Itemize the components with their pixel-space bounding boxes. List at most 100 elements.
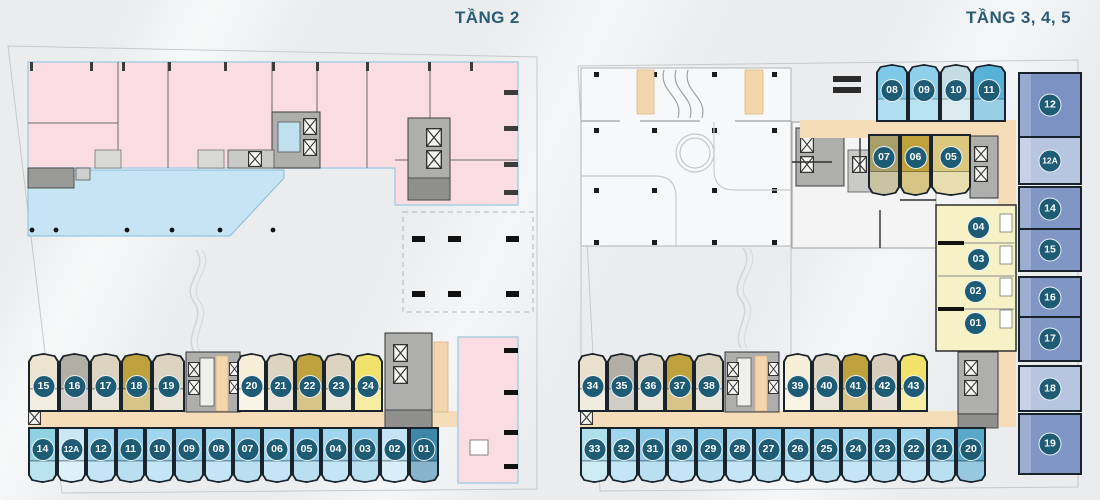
unit-number-badge: 11 — [977, 79, 1001, 102]
yellow-strip-rooms — [999, 213, 1013, 329]
unit-number-badge: 37 — [668, 375, 691, 398]
unit-number-badge: 40 — [815, 375, 838, 398]
unit-30[interactable]: 30 — [667, 427, 696, 483]
unit-12A[interactable]: 12A — [57, 427, 86, 483]
unit-21[interactable]: 21 — [928, 427, 956, 483]
unit-15[interactable]: 15 — [28, 353, 59, 412]
unit-16[interactable]: 16 — [1018, 276, 1082, 320]
unit-02[interactable]: 02 — [964, 280, 987, 303]
unit-12[interactable]: 12 — [86, 427, 116, 483]
unit-19[interactable]: 19 — [152, 353, 185, 412]
unit-19[interactable]: 19 — [1018, 413, 1082, 475]
unit-10[interactable]: 10 — [940, 64, 972, 122]
unit-number-badge: 22 — [298, 375, 321, 398]
unit-20[interactable]: 20 — [956, 427, 986, 483]
unit-20[interactable]: 20 — [237, 353, 266, 412]
unit-number-badge: 19 — [157, 375, 180, 398]
unit-36[interactable]: 36 — [636, 353, 665, 412]
unit-09[interactable]: 09 — [908, 64, 940, 122]
unit-43[interactable]: 43 — [899, 353, 928, 412]
unit-number-badge: 15 — [1038, 238, 1062, 262]
unit-24[interactable]: 24 — [353, 353, 383, 412]
unit-22[interactable]: 22 — [899, 427, 928, 483]
unit-12A[interactable]: 12A — [1018, 136, 1082, 185]
unit-35[interactable]: 35 — [607, 353, 636, 412]
unit-39[interactable]: 39 — [783, 353, 812, 412]
unit-01[interactable]: 01 — [409, 427, 439, 483]
unit-08[interactable]: 08 — [876, 64, 908, 122]
unit-number-badge: 11 — [119, 438, 142, 461]
unit-03[interactable]: 03 — [350, 427, 380, 483]
unit-11[interactable]: 11 — [116, 427, 145, 483]
unit-32[interactable]: 32 — [609, 427, 638, 483]
unit-09[interactable]: 09 — [174, 427, 204, 483]
unit-26[interactable]: 26 — [783, 427, 812, 483]
unit-14[interactable]: 14 — [28, 427, 57, 483]
unit-04[interactable]: 04 — [321, 427, 350, 483]
unit-25[interactable]: 25 — [812, 427, 841, 483]
unit-37[interactable]: 37 — [665, 353, 694, 412]
unit-40[interactable]: 40 — [812, 353, 841, 412]
unit-28[interactable]: 28 — [725, 427, 754, 483]
unit-18[interactable]: 18 — [1018, 365, 1082, 412]
unit-06[interactable]: 06 — [900, 134, 931, 196]
unit-05[interactable]: 05 — [292, 427, 321, 483]
unit-03[interactable]: 03 — [967, 248, 990, 271]
unit-number-badge: 06 — [904, 146, 927, 169]
unit-number-badge: 32 — [612, 438, 635, 461]
unit-11[interactable]: 11 — [972, 64, 1006, 122]
unit-07[interactable]: 07 — [233, 427, 262, 483]
unit-05[interactable]: 05 — [931, 134, 971, 196]
unit-number-badge: 12A — [1038, 149, 1062, 172]
unit-04[interactable]: 04 — [967, 216, 990, 239]
unit-33[interactable]: 33 — [580, 427, 609, 483]
unit-31[interactable]: 31 — [638, 427, 667, 483]
unit-23[interactable]: 23 — [870, 427, 899, 483]
unit-15[interactable]: 15 — [1018, 228, 1082, 272]
unit-number-badge: 09 — [177, 438, 201, 461]
unit-number-badge: 27 — [757, 438, 780, 461]
unit-02[interactable]: 02 — [380, 427, 409, 483]
unit-number-badge: 05 — [295, 438, 318, 461]
unit-41[interactable]: 41 — [841, 353, 870, 412]
unit-17[interactable]: 17 — [90, 353, 121, 412]
unit-14[interactable]: 14 — [1018, 186, 1082, 232]
unit-23[interactable]: 23 — [324, 353, 353, 412]
unit-08[interactable]: 08 — [204, 427, 233, 483]
unit-17[interactable]: 17 — [1018, 316, 1082, 362]
tang2-plan — [7, 45, 538, 494]
unit-12[interactable]: 12 — [1018, 72, 1082, 138]
unit-number-badge: 43 — [902, 375, 925, 398]
tang2-column-dots — [29, 227, 276, 233]
unit-24[interactable]: 24 — [841, 427, 870, 483]
unit-10[interactable]: 10 — [145, 427, 174, 483]
unit-07[interactable]: 07 — [868, 134, 900, 196]
unit-number-badge: 03 — [353, 438, 377, 461]
unit-number-badge: 25 — [815, 438, 838, 461]
unit-number-badge: 28 — [728, 438, 751, 461]
unit-number-badge: 07 — [872, 146, 896, 169]
unit-number-badge: 10 — [148, 438, 171, 461]
unit-number-badge: 02 — [383, 438, 406, 461]
unit-number-badge: 14 — [31, 438, 54, 461]
unit-16[interactable]: 16 — [59, 353, 90, 412]
unit-number-badge: 15 — [32, 375, 55, 398]
unit-number-badge: 42 — [873, 375, 896, 398]
unit-06[interactable]: 06 — [262, 427, 292, 483]
unit-42[interactable]: 42 — [870, 353, 899, 412]
unit-number-badge: 38 — [697, 375, 721, 398]
unit-38[interactable]: 38 — [694, 353, 724, 412]
unit-number-badge: 16 — [63, 375, 86, 398]
unit-18[interactable]: 18 — [121, 353, 152, 412]
unit-21[interactable]: 21 — [266, 353, 295, 412]
unit-number-badge: 20 — [240, 375, 263, 398]
unit-29[interactable]: 29 — [696, 427, 725, 483]
tang2-parking-dashes — [412, 236, 519, 297]
unit-34[interactable]: 34 — [578, 353, 607, 412]
unit-22[interactable]: 22 — [295, 353, 324, 412]
unit-27[interactable]: 27 — [754, 427, 783, 483]
unit-01[interactable]: 01 — [964, 312, 987, 335]
